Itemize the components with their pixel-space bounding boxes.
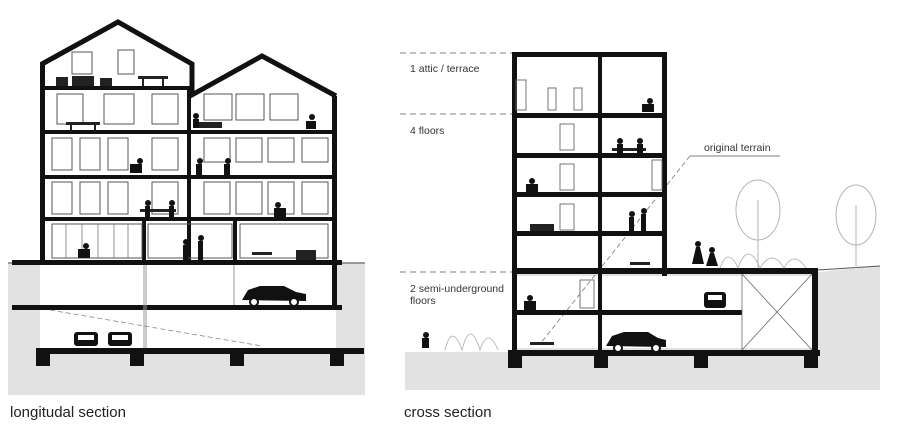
label-floors: 4 floors [410, 125, 444, 137]
cross-section [400, 52, 881, 390]
label-semi-underground-floors: floors [410, 295, 436, 307]
windows [515, 79, 663, 309]
car-icon [242, 286, 306, 307]
footings [36, 354, 344, 366]
floor-slabs [508, 52, 820, 356]
label-attic: 1 attic / terrace [410, 63, 480, 75]
ramp-line [49, 309, 263, 347]
caption-cross-section: cross section [404, 404, 492, 421]
walls [512, 52, 818, 356]
tree-icon [735, 179, 877, 268]
label-original-terrain: original terrain [704, 142, 771, 154]
furniture [530, 148, 650, 345]
roofs [40, 19, 338, 99]
label-semi-underground: 2 semi-underground [410, 283, 504, 295]
basement-columns [143, 265, 235, 348]
furniture [56, 76, 316, 260]
people [422, 98, 718, 348]
walls [40, 62, 337, 308]
caption-longitudinal-section: longitudal section [10, 404, 126, 421]
windows [51, 49, 329, 259]
ramp-structure [741, 273, 813, 351]
car-icon [606, 292, 726, 353]
shrubs [444, 253, 807, 352]
footings [508, 356, 818, 368]
people [78, 113, 316, 260]
car-icon [74, 332, 132, 346]
mullions [65, 224, 129, 258]
longitudinal-section [8, 19, 365, 395]
level-lines [400, 52, 512, 273]
